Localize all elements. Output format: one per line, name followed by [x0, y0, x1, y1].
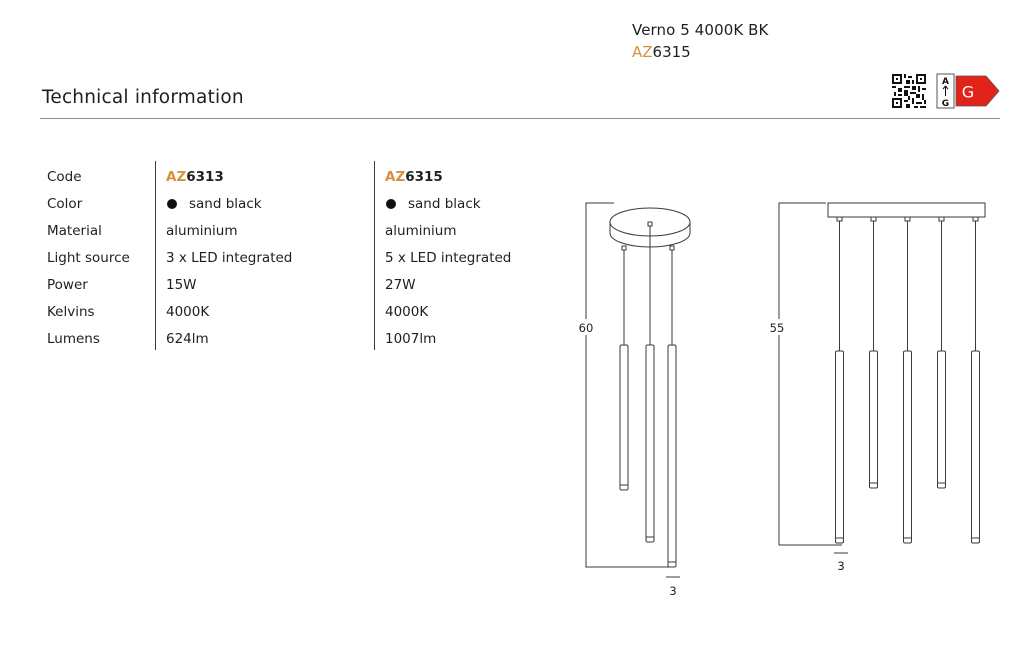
variant-material: aluminium: [385, 223, 457, 239]
code-prefix: AZ: [632, 43, 653, 61]
variant-code-number: 6315: [405, 169, 443, 185]
variant-color-name: sand black: [189, 196, 262, 212]
variant-light-source: 3 x LED integrated: [166, 250, 293, 266]
label-power: Power: [47, 277, 88, 293]
color-swatch: [386, 199, 396, 209]
code-number: 6315: [652, 43, 691, 61]
variant-material: aluminium: [166, 223, 238, 239]
energy-label-icon: A G G: [936, 73, 1000, 109]
variant-code-number: 6313: [186, 169, 224, 185]
variant-kelvins: 4000K: [166, 304, 210, 320]
energy-class: G: [962, 83, 974, 102]
product-name: Verno 5 4000K BK: [632, 21, 769, 39]
height-dimension-label: 60: [579, 321, 594, 335]
variant-lumens: 1007lm: [385, 331, 437, 347]
width-dimension-label: 3: [837, 559, 844, 573]
section-divider: [40, 118, 1000, 119]
variant-color: sand black: [385, 191, 511, 218]
variant-code: AZ6315: [385, 164, 511, 191]
spec-column-variant-1: AZ6313 sand black aluminium 3 x LED inte…: [155, 161, 292, 350]
label-color: Color: [47, 196, 83, 212]
label-kelvins: Kelvins: [47, 304, 95, 320]
variant-kelvins: 4000K: [385, 304, 429, 320]
spec-column-variant-2: AZ6315 sand black aluminium 5 x LED inte…: [374, 161, 511, 350]
variant-code-prefix: AZ: [166, 169, 187, 185]
color-swatch: [167, 199, 177, 209]
variant-code-prefix: AZ: [385, 169, 406, 185]
variant-color: sand black: [166, 191, 292, 218]
energy-scale-bottom: G: [942, 99, 949, 109]
label-light-source: Light source: [47, 250, 130, 266]
variant-power: 15W: [166, 277, 197, 293]
product-header: Verno 5 4000K BK AZ6315: [632, 20, 769, 62]
variant-light-source: 5 x LED integrated: [385, 250, 512, 266]
label-lumens: Lumens: [47, 331, 100, 347]
label-material: Material: [47, 223, 102, 239]
bar-canopy-drawing: 55 3: [767, 202, 986, 573]
variant-power: 27W: [385, 277, 416, 293]
spec-labels: Code Color Material Light source Power K…: [47, 164, 130, 353]
variant-lumens: 624lm: [166, 331, 209, 347]
product-code: AZ6315: [632, 42, 769, 62]
energy-scale-top: A: [942, 77, 949, 87]
qr-code-icon: [892, 74, 926, 108]
section-title: Technical information: [42, 87, 244, 108]
width-dimension-label: 3: [669, 584, 676, 598]
height-dimension-label: 55: [770, 321, 785, 335]
label-code: Code: [47, 169, 82, 185]
round-canopy-drawing: 60 3: [574, 202, 691, 598]
variant-code: AZ6313: [166, 164, 292, 191]
variant-color-name: sand black: [408, 196, 481, 212]
